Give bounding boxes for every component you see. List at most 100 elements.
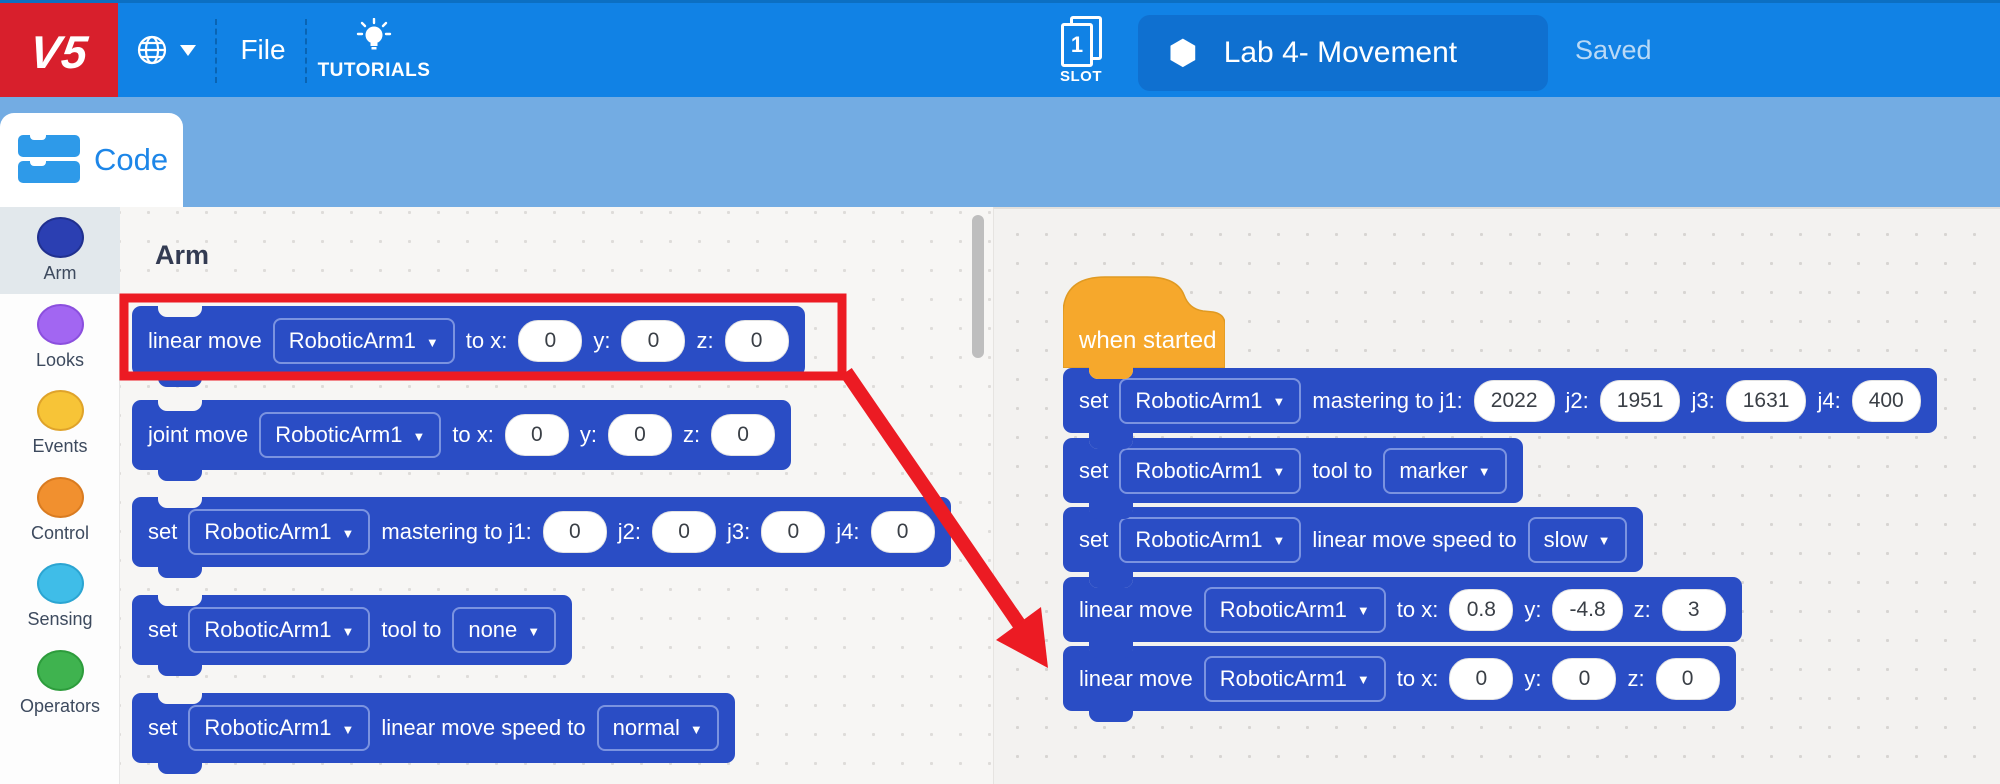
block-dropdown[interactable]: RoboticArm1▼	[1203, 586, 1386, 633]
block-label: linear move	[1079, 665, 1193, 691]
number-input[interactable]: 2022	[1473, 379, 1555, 422]
dropdown-value: RoboticArm1	[204, 519, 332, 544]
block-label: z:	[1627, 665, 1645, 691]
dropdown-value: RoboticArm1	[204, 617, 332, 642]
block-dropdown[interactable]: RoboticArm1▼	[1119, 447, 1302, 494]
sidebar-item-label: Looks	[35, 349, 85, 370]
block-dropdown[interactable]: RoboticArm1▼	[1119, 516, 1302, 563]
chevron-down-icon: ▼	[1272, 394, 1286, 409]
block-dropdown[interactable]: RoboticArm1▼	[188, 509, 371, 555]
dropdown-value: marker	[1399, 457, 1468, 483]
sidebar-item-operators[interactable]: Operators	[0, 640, 120, 727]
sidebar-item-events[interactable]: Events	[0, 380, 120, 467]
block-label: mastering to j1:	[1312, 387, 1463, 413]
menu-separator	[215, 19, 217, 83]
block-label: j2:	[1565, 387, 1589, 413]
number-input[interactable]: 0	[518, 320, 583, 362]
when-started-hat-block[interactable]: when started	[1062, 275, 1226, 379]
block-dropdown[interactable]: RoboticArm1▼	[1203, 655, 1386, 702]
tutorials-label: TUTORIALS	[317, 60, 431, 81]
block-label: y:	[593, 328, 611, 353]
sidebar-item-label: Arm	[43, 263, 77, 283]
block-dropdown[interactable]: RoboticArm1▼	[259, 412, 442, 458]
block-dropdown[interactable]: none ▼	[452, 607, 557, 653]
slot-icon: 1	[1061, 15, 1102, 67]
palette-scrollbar[interactable]	[972, 215, 984, 358]
number-input[interactable]: 0	[711, 414, 776, 456]
sidebar-item-control[interactable]: Control	[0, 467, 120, 554]
number-input[interactable]: 0	[504, 414, 569, 456]
project-name: Lab 4- Movement	[1223, 36, 1458, 69]
dropdown-value: RoboticArm1	[1135, 457, 1263, 483]
file-menu[interactable]: File	[240, 34, 286, 65]
number-input[interactable]: 3	[1661, 588, 1726, 631]
block-dropdown[interactable]: RoboticArm1▼	[188, 705, 371, 751]
number-input[interactable]: 0	[761, 511, 826, 553]
block-label: to x:	[1396, 665, 1439, 691]
number-input[interactable]: 0	[1552, 657, 1617, 700]
number-input[interactable]: 0.8	[1449, 588, 1514, 631]
block-label: set	[148, 617, 178, 642]
number-input[interactable]: 0	[1449, 657, 1514, 700]
operators-category-icon	[36, 649, 84, 691]
tutorials-button[interactable]: TUTORIALS	[318, 3, 430, 97]
number-input[interactable]: 1951	[1599, 379, 1681, 422]
sensing-category-icon	[36, 563, 84, 604]
sidebar-item-arm[interactable]: Arm	[0, 207, 120, 294]
dropdown-value: normal	[612, 715, 680, 740]
slot-number: 1	[1061, 22, 1093, 67]
block-label: y:	[579, 422, 598, 447]
control-category-icon	[36, 476, 84, 518]
project-name-field[interactable]: ⬢ Lab 4- Movement	[1138, 15, 1548, 91]
number-input[interactable]: 0	[870, 511, 935, 553]
tab-code[interactable]: Code	[0, 113, 183, 207]
palette-section-header: Arm	[155, 240, 210, 270]
chevron-down-icon: ▼	[341, 623, 355, 639]
dropdown-value: RoboticArm1	[1135, 387, 1263, 413]
block-label: tool to	[1312, 457, 1373, 483]
number-input[interactable]: 0	[652, 511, 717, 553]
block-dropdown[interactable]: RoboticArm1 ▼	[1119, 377, 1302, 424]
block-dropdown[interactable]: RoboticArm1 ▼	[188, 607, 371, 653]
number-input[interactable]: 1631	[1725, 379, 1807, 422]
sidebar-item-looks[interactable]: Looks	[0, 294, 120, 381]
block-label: set	[1079, 457, 1109, 483]
lightbulb-icon	[356, 18, 392, 50]
number-input[interactable]: 0	[608, 414, 673, 456]
dropdown-value: none	[468, 617, 518, 642]
chevron-down-icon: ▼	[341, 721, 355, 737]
block-dropdown[interactable]: slow▼	[1527, 516, 1627, 563]
v5-logo-text: V5	[27, 25, 91, 78]
number-input[interactable]: -4.8	[1552, 588, 1623, 631]
block-label: linear move	[1079, 596, 1193, 622]
number-input[interactable]: 0	[724, 320, 789, 362]
number-input[interactable]: 0	[1655, 657, 1720, 700]
hat-shape	[1062, 276, 1226, 369]
chevron-down-icon: ▼	[527, 623, 541, 639]
block-label: linear move	[148, 328, 262, 353]
number-input[interactable]: 400	[1851, 379, 1921, 422]
number-input[interactable]: 0	[621, 320, 686, 362]
block-dropdown[interactable]: RoboticArm1▼	[272, 318, 455, 364]
number-input[interactable]: 0	[542, 511, 607, 553]
block-label: z:	[683, 422, 701, 447]
block-dropdown[interactable]: normal▼	[596, 705, 719, 751]
sidebar-item-sensing[interactable]: Sensing	[0, 553, 120, 640]
slot-button[interactable]: 1 SLOT	[1048, 3, 1114, 97]
block-label: y:	[1524, 596, 1542, 622]
language-menu[interactable]	[136, 3, 196, 97]
block-label: linear move speed to	[381, 715, 586, 740]
chevron-down-icon: ▼	[1356, 603, 1370, 618]
block-dropdown[interactable]: marker▼	[1383, 447, 1507, 494]
set-tool-block[interactable]: set RoboticArm1▼ tool to marker▼	[1063, 438, 1523, 519]
